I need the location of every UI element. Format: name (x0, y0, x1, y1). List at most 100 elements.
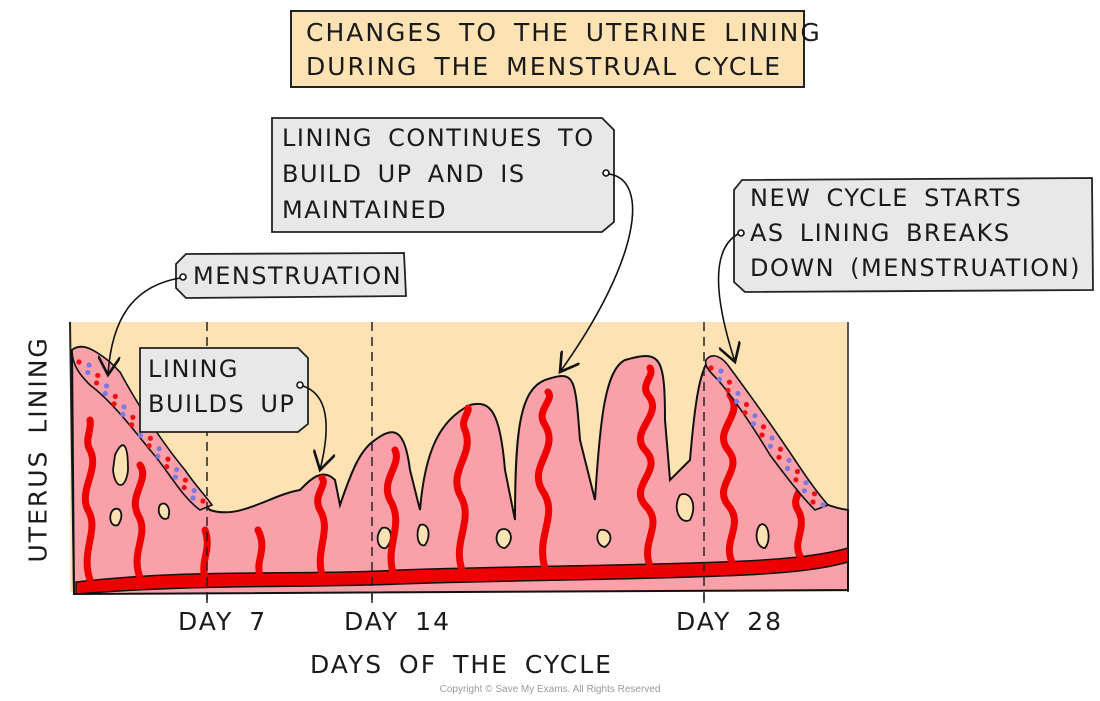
blood-dot (147, 435, 153, 441)
blood-dot (777, 446, 784, 452)
callout-anchor-dot (179, 273, 187, 281)
blood-dot (156, 446, 162, 452)
blood-dot (172, 474, 179, 480)
blood-dot (784, 465, 791, 472)
arrow-menstruation (108, 277, 181, 375)
blood-dot (803, 480, 809, 486)
gland-space (596, 528, 612, 548)
spiral-artery (636, 364, 657, 570)
blood-dot (85, 369, 91, 376)
blood-dot (708, 365, 714, 371)
blood-dot (103, 383, 110, 389)
title-line-1: CHANGES TO THE UTERINE LINING (306, 18, 822, 47)
blood-dot (164, 464, 170, 470)
y-axis-label: UTERUS LINING (23, 336, 53, 563)
gland-space (675, 493, 695, 522)
callout-box-maintained (271, 117, 615, 233)
callout-anchor-dot (737, 229, 745, 237)
gland-space (495, 528, 512, 549)
blood-dot (743, 401, 750, 408)
x-axis-ticks (206, 594, 705, 603)
spiral-artery (383, 446, 400, 576)
blood-dot (801, 488, 808, 494)
blood-dot (129, 422, 135, 428)
blood-dot (767, 443, 774, 449)
blood-dot (95, 372, 101, 379)
blood-dot (76, 359, 82, 365)
x-tick-label-day-14: DAY 14 (344, 607, 452, 636)
blood-dot (181, 484, 187, 491)
spiral-artery (534, 388, 553, 572)
gland-space (376, 526, 392, 549)
gland-space (112, 444, 129, 486)
callout-anchor-dot (296, 381, 304, 389)
blood-dot (182, 477, 189, 483)
blood-dot (146, 443, 152, 449)
gland-space (755, 523, 770, 549)
blood-dot (811, 491, 818, 497)
blood-dot (155, 453, 161, 459)
arrow-new-cycle (717, 233, 738, 362)
blood-dot (200, 498, 206, 504)
blood-dot (769, 435, 775, 441)
blood-dot (121, 404, 127, 410)
blood-dot (174, 467, 180, 473)
spiral-artery (254, 526, 266, 579)
blood-dot (190, 495, 196, 501)
blood-dot (165, 456, 171, 462)
x-axis-label: DAYS OF THE CYCLE (310, 650, 613, 679)
blood-dot (776, 454, 782, 460)
blood-dot (718, 368, 724, 374)
blood-dot (794, 468, 801, 475)
blood-dot (725, 387, 731, 393)
spiral-artery (720, 391, 738, 566)
gland-space (416, 523, 430, 547)
callout-new-cycle-line-3: DOWN (MENSTRUATION) (750, 254, 1082, 282)
blood-dot (810, 499, 816, 505)
blood-dot (750, 421, 757, 427)
blood-dot (716, 376, 723, 382)
blood-dot (112, 393, 118, 399)
spiral-artery (81, 416, 97, 584)
title-line-2: DURING THE MENSTRUAL CYCLE (306, 52, 783, 81)
blood-dot (820, 502, 826, 508)
blood-dot (786, 457, 792, 463)
blood-dot (735, 390, 741, 396)
blood-dot (93, 380, 100, 386)
callout-box-menstruation (175, 252, 407, 299)
blood-dot (793, 477, 799, 483)
callout-new-cycle-line-1: NEW CYCLE STARTS (750, 184, 1023, 212)
callout-maintained-line-3: MAINTAINED (282, 196, 448, 224)
blood-dot (102, 390, 108, 396)
callout-new-cycle-line-2: AS LINING BREAKS (750, 219, 1011, 247)
blood-dot (733, 398, 740, 405)
callout-box-new-cycle (733, 177, 1094, 293)
spiral-artery (453, 404, 472, 574)
blood-dot (742, 410, 748, 416)
blood-dot (752, 413, 758, 419)
spiral-arteries (81, 364, 805, 584)
callout-arrows (108, 169, 745, 470)
diagram-title-box: CHANGES TO THE UTERINE LINING DURING THE… (290, 10, 820, 88)
blood-dot (120, 411, 126, 417)
blood-dot (726, 379, 733, 385)
gland-spaces (109, 444, 770, 549)
blood-dot (111, 401, 117, 407)
callout-maintained-line-2: BUILD UP AND IS (282, 160, 526, 188)
blood-dot (86, 362, 92, 368)
spiral-artery (314, 474, 328, 579)
blood-dot (130, 414, 136, 420)
blood-dot (191, 487, 197, 494)
callout-builds-up-line-1: LINING (148, 355, 240, 383)
x-tick-label-day-28: DAY 28 (676, 607, 784, 636)
blood-dots (76, 359, 826, 508)
blood-dot (759, 432, 765, 438)
callout-builds-up-line-2: BUILDS UP (148, 390, 296, 418)
callout-anchor-dot (602, 169, 610, 177)
callout-maintained-line-1: LINING CONTINUES TO (282, 124, 595, 152)
x-tick-label-day-7: DAY 7 (178, 607, 268, 636)
blood-dot (760, 424, 767, 430)
blood-dot (137, 432, 143, 438)
callout-menstruation-text: MENSTRUATION (193, 262, 403, 290)
